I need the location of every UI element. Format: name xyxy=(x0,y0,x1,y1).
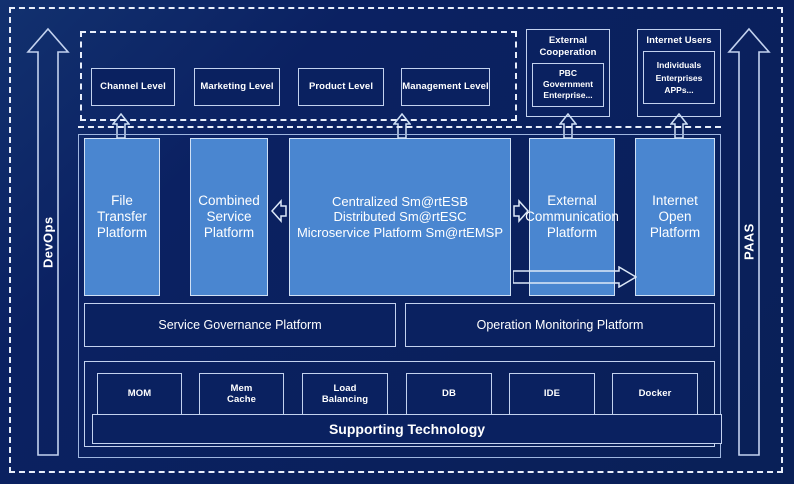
tech-db-label: DB xyxy=(442,388,456,400)
service-governance-label: Service Governance Platform xyxy=(158,317,322,332)
marketing-level-box[interactable]: Marketing Level xyxy=(194,68,280,106)
core-esb-line-1: Centralized Sm@rtESB xyxy=(331,194,469,209)
platform-panel-frame xyxy=(78,134,721,458)
paas-arrow: PAAS xyxy=(727,26,771,458)
file-transfer-platform[interactable]: File Transfer Platform xyxy=(84,138,160,296)
internet-users-line-2: Enterprises xyxy=(655,72,703,83)
external-comm-line-1: External xyxy=(547,193,597,209)
marketing-level-label: Marketing Level xyxy=(200,81,274,93)
internet-users-title: Internet Users xyxy=(646,35,712,46)
tech-box-mom[interactable]: MOM xyxy=(97,373,182,415)
file-transfer-line-1: File xyxy=(111,193,133,209)
channel-level-box[interactable]: Channel Level xyxy=(91,68,175,106)
external-cooperation-box[interactable]: External Cooperation PBC Government Ente… xyxy=(526,29,610,117)
tech-docker-label: Docker xyxy=(638,388,672,400)
tier-separator xyxy=(78,126,721,128)
internet-open-platform[interactable]: Internet Open Platform xyxy=(635,138,715,296)
consumer-group-frame xyxy=(80,31,517,121)
tech-ide-label: IDE xyxy=(543,388,561,400)
product-level-box[interactable]: Product Level xyxy=(298,68,384,106)
tech-mem-cache-line-1: Mem xyxy=(230,382,253,394)
tech-load-balancing-line-1: Load xyxy=(333,382,357,394)
tech-load-balancing-line-2: Balancing xyxy=(321,394,369,405)
internet-users-box[interactable]: Internet Users Individuals Enterprises A… xyxy=(637,29,721,117)
combined-service-line-2: Service xyxy=(206,209,252,225)
right-arrow-core-to-external xyxy=(513,199,529,223)
core-esb-line-2: Distributed Sm@rtESC xyxy=(333,209,467,225)
external-communication-platform[interactable]: External Communication Platform xyxy=(525,138,619,296)
external-cooperation-title: External Cooperation xyxy=(539,35,597,58)
external-cooperation-inner: PBC Government Enterprise... xyxy=(532,62,604,107)
internet-users-inner: Individuals Enterprises APPs... xyxy=(643,51,715,105)
external-comm-line-3: Platform xyxy=(546,224,598,240)
devops-label: DevOps xyxy=(40,216,56,268)
internet-open-line-2: Open xyxy=(658,209,692,225)
management-level-label: Management Level xyxy=(402,81,489,93)
supporting-technology-panel xyxy=(84,361,715,447)
tech-mem-cache-line-2: Cache xyxy=(226,394,256,405)
product-level-label: Product Level xyxy=(308,81,374,93)
supporting-technology-bar[interactable]: Supporting Technology xyxy=(92,414,722,444)
core-esb-platform[interactable]: Centralized Sm@rtESB Distributed Sm@rtES… xyxy=(289,138,511,296)
internet-open-line-1: Internet xyxy=(652,193,698,209)
paas-label: PAAS xyxy=(741,223,757,261)
tech-mom-label: MOM xyxy=(127,388,152,400)
core-esb-line-3: Microservice Platform Sm@rtEMSP xyxy=(296,224,504,240)
service-governance-platform[interactable]: Service Governance Platform xyxy=(84,303,396,347)
tech-box-db[interactable]: DB xyxy=(406,373,492,415)
devops-arrow: DevOps xyxy=(26,26,70,458)
combined-service-platform[interactable]: Combined Service Platform xyxy=(190,138,268,296)
tech-box-ide[interactable]: IDE xyxy=(509,373,595,415)
operation-monitoring-label: Operation Monitoring Platform xyxy=(476,317,644,332)
tech-box-load-balancing[interactable]: Load Balancing xyxy=(302,373,388,415)
combined-service-line-1: Combined xyxy=(198,193,260,209)
long-arrow-core-to-internet-open xyxy=(513,266,637,288)
tech-box-mem-cache[interactable]: Mem Cache xyxy=(199,373,284,415)
combined-service-line-3: Platform xyxy=(203,224,255,240)
outer-dashed-frame xyxy=(9,7,783,473)
channel-level-label: Channel Level xyxy=(100,81,166,93)
management-level-box[interactable]: Management Level xyxy=(401,68,490,106)
internet-users-line-3: APPs... xyxy=(664,84,694,95)
left-arrow-combined-to-core xyxy=(271,199,287,223)
internet-users-line-1: Individuals xyxy=(656,60,702,71)
operation-monitoring-platform[interactable]: Operation Monitoring Platform xyxy=(405,303,715,347)
internet-open-line-3: Platform xyxy=(649,224,701,240)
file-transfer-line-3: Platform xyxy=(96,224,148,240)
file-transfer-line-2: Transfer xyxy=(97,209,147,225)
external-comm-line-2: Communication xyxy=(525,209,619,225)
tech-box-docker[interactable]: Docker xyxy=(612,373,698,415)
supporting-technology-label: Supporting Technology xyxy=(328,421,486,437)
